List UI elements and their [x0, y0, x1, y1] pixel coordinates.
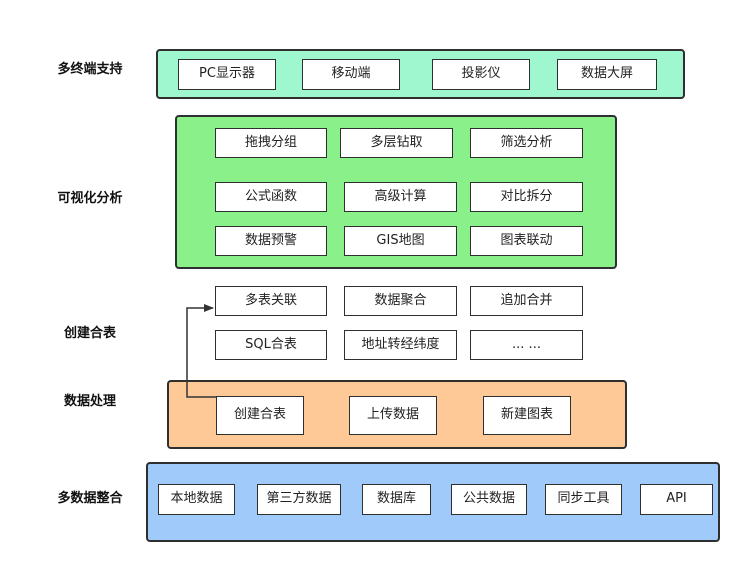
integration-layer-panel: [146, 462, 720, 542]
node-local-data: 本地数据: [158, 484, 235, 515]
layer-label-terminal: 多终端支持: [57, 62, 123, 77]
node-chart-linkage: 图表联动: [470, 226, 583, 256]
node-new-chart: 新建图表: [483, 396, 571, 435]
layer-label-integration: 多数据整合: [57, 491, 123, 506]
layer-label-visual: 可视化分析: [57, 191, 123, 206]
layer-label-join: 创建合表: [63, 326, 116, 341]
node-geocoding: 地址转经纬度: [344, 330, 457, 360]
node-public-data: 公共数据: [451, 484, 527, 515]
node-pc-monitor: PC显示器: [178, 59, 276, 90]
node-data-aggregation: 数据聚合: [344, 286, 457, 316]
layer-label-process: 数据处理: [63, 394, 116, 409]
node-sync-tool: 同步工具: [545, 484, 622, 515]
node-drag-group: 拖拽分组: [215, 128, 327, 158]
node-data-alert: 数据预警: [215, 226, 327, 256]
node-sql-join: SQL合表: [215, 330, 327, 360]
node-projector: 投影仪: [432, 59, 530, 90]
node-create-join-table: 创建合表: [216, 396, 304, 435]
node-api: API: [640, 484, 713, 515]
node-drill-down: 多层钻取: [340, 128, 453, 158]
node-gis-map: GIS地图: [344, 226, 457, 256]
node-database: 数据库: [362, 484, 431, 515]
node-more: ... ...: [470, 330, 583, 360]
node-third-party-data: 第三方数据: [257, 484, 341, 515]
node-formula: 公式函数: [215, 182, 327, 212]
node-multi-table-join: 多表关联: [215, 286, 327, 316]
node-upload-data: 上传数据: [349, 396, 437, 435]
node-append-merge: 追加合并: [470, 286, 583, 316]
node-mobile: 移动端: [302, 59, 400, 90]
node-advanced-calc: 高级计算: [344, 182, 457, 212]
node-big-screen: 数据大屏: [557, 59, 657, 90]
node-compare-split: 对比拆分: [470, 182, 583, 212]
node-filter-analysis: 筛选分析: [470, 128, 583, 158]
